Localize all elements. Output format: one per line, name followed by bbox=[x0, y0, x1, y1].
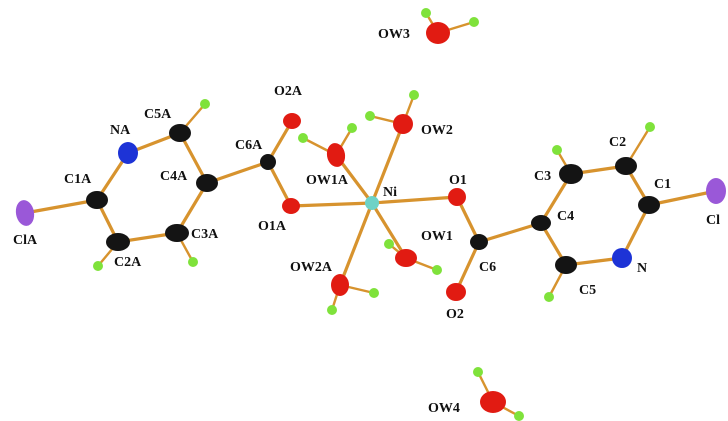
bond-ni-ow1 bbox=[370, 201, 408, 260]
bond-c6-c4 bbox=[477, 221, 543, 244]
label-o1: O1 bbox=[449, 173, 467, 188]
atom-ow2 bbox=[393, 114, 413, 134]
label-ow3: OW3 bbox=[378, 27, 410, 42]
label-ow1a: OW1A bbox=[306, 173, 349, 188]
label-o2a: O2A bbox=[274, 84, 303, 99]
atom-c6a bbox=[260, 154, 276, 170]
atom-ow1 bbox=[395, 249, 417, 267]
atom-c4 bbox=[531, 215, 551, 231]
bond-c5a-c4a bbox=[178, 131, 209, 185]
label-c1a: C1A bbox=[64, 172, 92, 187]
atom-c5a bbox=[169, 124, 191, 142]
hydrogen-atom bbox=[432, 265, 442, 275]
atom-n bbox=[612, 248, 632, 268]
bond-c1-cl bbox=[647, 189, 718, 207]
bond-ni-ow2 bbox=[370, 122, 405, 205]
hydrogen-atom bbox=[369, 288, 379, 298]
label-c2a: C2A bbox=[114, 255, 142, 270]
atom-c2a bbox=[106, 233, 130, 251]
hydrogen-atom bbox=[469, 17, 479, 27]
hydrogen-atom bbox=[409, 90, 419, 100]
hydrogen-atom bbox=[188, 257, 198, 267]
atom-o1 bbox=[448, 188, 466, 206]
label-ow2: OW2 bbox=[421, 123, 453, 138]
atom-ow3 bbox=[426, 22, 450, 44]
bond-c6-o2 bbox=[454, 240, 481, 294]
heavy-atoms bbox=[15, 22, 726, 413]
hydrogen-atom bbox=[384, 239, 394, 249]
atom-c2 bbox=[615, 157, 637, 175]
atom-o2 bbox=[446, 283, 466, 301]
label-c4a: C4A bbox=[160, 169, 188, 184]
atom-labels: ClA C1A NA C5A C4A C3A C2A C6A O2A O1A O… bbox=[13, 27, 720, 416]
atom-c6 bbox=[470, 234, 488, 250]
atom-c3a bbox=[165, 224, 189, 242]
bond-c6a-o1a bbox=[266, 160, 293, 208]
hydrogen-atom bbox=[365, 111, 375, 121]
atom-c1 bbox=[638, 196, 660, 214]
atom-c5 bbox=[555, 256, 577, 274]
atom-o1a bbox=[282, 198, 300, 214]
hydrogen-atom bbox=[473, 367, 483, 377]
atom-cl bbox=[706, 178, 726, 204]
label-n: N bbox=[637, 261, 647, 276]
label-ni: Ni bbox=[383, 185, 397, 200]
label-c1: C1 bbox=[654, 177, 671, 192]
label-o2: O2 bbox=[446, 307, 464, 322]
atom-ow1a bbox=[326, 143, 346, 167]
label-c6: C6 bbox=[479, 260, 496, 275]
label-c2: C2 bbox=[609, 135, 626, 150]
label-c5a: C5A bbox=[144, 107, 172, 122]
hydrogen-atom bbox=[347, 123, 357, 133]
bond-ni-o1 bbox=[370, 195, 459, 205]
hydrogen-atom bbox=[93, 261, 103, 271]
atom-ow2a bbox=[331, 274, 349, 296]
label-cla: ClA bbox=[13, 233, 38, 248]
hydrogen-atom bbox=[552, 145, 562, 155]
bond-o1a-ni bbox=[289, 201, 374, 208]
label-c4: C4 bbox=[557, 209, 574, 224]
label-o1a: O1A bbox=[258, 219, 287, 234]
hydrogen-atoms bbox=[93, 8, 655, 421]
hydrogen-atom bbox=[514, 411, 524, 421]
label-c3: C3 bbox=[534, 169, 551, 184]
label-c3a: C3A bbox=[191, 227, 219, 242]
atom-ow4 bbox=[480, 391, 506, 413]
bond-c4a-c3a bbox=[175, 181, 209, 235]
hydrogen-atom bbox=[298, 133, 308, 143]
hydrogen-atom bbox=[200, 99, 210, 109]
label-c5: C5 bbox=[579, 283, 596, 298]
atom-na bbox=[118, 142, 138, 164]
atom-c3 bbox=[559, 164, 583, 184]
bond-c4a-c6a bbox=[205, 160, 270, 185]
label-c6a: C6A bbox=[235, 138, 263, 153]
atom-o2a bbox=[283, 113, 301, 129]
hydrogen-atom bbox=[645, 122, 655, 132]
atom-c4a bbox=[196, 174, 218, 192]
hydrogen-atom bbox=[544, 292, 554, 302]
label-na: NA bbox=[110, 123, 131, 138]
label-cl: Cl bbox=[706, 213, 720, 228]
label-ow2a: OW2A bbox=[290, 260, 333, 275]
bond-ni-ow2a bbox=[338, 201, 374, 287]
atom-cla bbox=[15, 200, 35, 226]
hydrogen-atom bbox=[327, 305, 337, 315]
bond-cla-c1a bbox=[23, 198, 99, 215]
atom-ni bbox=[365, 196, 379, 210]
label-ow1: OW1 bbox=[421, 229, 453, 244]
label-ow4: OW4 bbox=[428, 401, 460, 416]
hydrogen-atom bbox=[421, 8, 431, 18]
atom-c1a bbox=[86, 191, 108, 209]
